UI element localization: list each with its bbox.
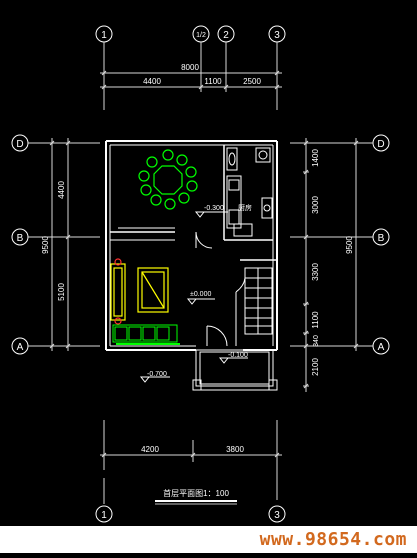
axis-bubble-right-a: A	[372, 337, 390, 355]
axis-bubble-top-3: 3	[268, 25, 286, 43]
axis-lines-right	[290, 142, 373, 347]
living-room-sofa	[110, 258, 126, 325]
level-mark-dining: -0.300	[194, 205, 228, 218]
kitchen-fixtures	[226, 147, 273, 237]
axis-label: A	[17, 342, 24, 353]
axis-lines-top	[103, 42, 278, 110]
dimension-right-d6: 2100	[311, 358, 320, 376]
living-room-tv-cabinet	[137, 267, 169, 313]
dimension-right-d3: 3300	[311, 263, 320, 281]
level-label-outside: -0.700	[147, 371, 167, 378]
door-swing-dining	[195, 231, 213, 249]
axis-label: 1	[101, 30, 107, 41]
axis-bubble-bottom-1: 1	[95, 505, 113, 523]
level-mark-living: ±0.000	[186, 291, 215, 305]
axis-label: 2	[223, 30, 229, 41]
axis-label: 3	[274, 510, 280, 521]
staircase	[235, 267, 273, 346]
door-swing-entry	[206, 325, 228, 347]
dimension-bottom-seg2: 3800	[226, 445, 244, 454]
drawing-caption: 首层平面图1：100	[163, 488, 229, 498]
axis-label: 3	[274, 30, 280, 41]
axis-bubble-top-1-2: 1/2	[192, 25, 210, 43]
axis-bubble-top-2: 2	[217, 25, 235, 43]
dimension-left-lower: 5100	[57, 283, 66, 301]
axis-bubbles-bottom: 1 3	[95, 505, 286, 523]
dimension-left-upper: 4400	[57, 181, 66, 199]
axis-bubble-right-d: D	[372, 134, 390, 152]
axis-bubble-bottom-3: 3	[268, 505, 286, 523]
axis-lines-left	[28, 142, 100, 347]
level-label-living: ±0.000	[190, 291, 211, 298]
dimension-top-total: 8000	[181, 63, 199, 72]
dimension-top	[100, 70, 282, 90]
building-walls	[105, 140, 278, 351]
axis-bubbles-left: D B A	[11, 134, 29, 355]
dimension-right	[303, 138, 359, 392]
dining-table	[138, 149, 198, 210]
dimension-right-total: 9500	[345, 236, 354, 254]
axis-bubble-left-d: D	[11, 134, 29, 152]
dimension-right-d5: 340	[313, 335, 320, 347]
level-label-dining: -0.300	[204, 205, 224, 212]
level-mark-porch: -0.100	[218, 352, 248, 364]
axis-label: 1	[101, 510, 107, 521]
axis-label: A	[378, 342, 385, 353]
axis-label: B	[378, 233, 385, 244]
dimension-right-d1: 1400	[311, 149, 320, 167]
axis-label: D	[377, 139, 384, 150]
dimension-bottom-seg1: 4200	[141, 445, 159, 454]
axis-bubble-left-a: A	[11, 337, 29, 355]
dimension-left-total: 9500	[41, 236, 50, 254]
room-label-kitchen: 厨房	[238, 203, 252, 212]
axis-bubble-left-b: B	[11, 228, 29, 246]
dimension-top-seg3: 2500	[243, 77, 261, 86]
axis-label: 1/2	[196, 32, 206, 39]
axis-label: B	[17, 233, 24, 244]
dimension-left	[49, 138, 71, 351]
level-label-porch: -0.100	[228, 352, 248, 359]
axis-label: D	[16, 139, 23, 150]
dimension-bottom	[100, 420, 282, 504]
axis-bubbles-top: 1 1/2 2 3	[95, 25, 286, 43]
axis-bubbles-right: D B A	[372, 134, 390, 355]
dimension-right-d2: 3000	[311, 196, 320, 214]
watermark: www.98654.com	[0, 526, 417, 553]
axis-bubble-top-1: 1	[95, 25, 113, 43]
axis-bubble-right-b: B	[372, 228, 390, 246]
dimension-top-seg1: 4400	[143, 77, 161, 86]
dimension-right-d4: 1100	[311, 311, 320, 329]
living-room-bench	[112, 324, 180, 345]
dimension-top-seg2: 1100	[204, 77, 222, 86]
level-mark-outside: -0.700	[139, 371, 170, 383]
entry-porch	[192, 349, 278, 391]
